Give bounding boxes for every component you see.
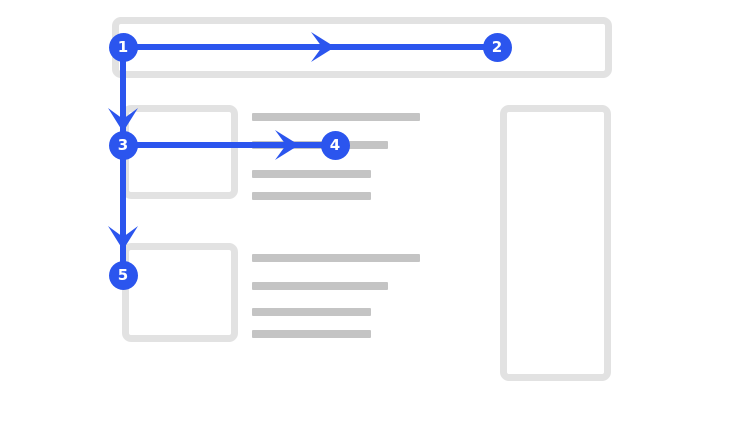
media-thumbnail-2	[122, 243, 238, 342]
article-1-line-4	[252, 192, 371, 200]
article-2-line-4	[252, 330, 371, 338]
article-1-line-3	[252, 170, 371, 178]
connector-1-to-3-arrowhead-icon	[108, 108, 138, 132]
connector-1-to-2-arrowhead-icon	[311, 32, 335, 62]
connector-3-to-5-arrowhead-icon	[108, 226, 138, 250]
article-2-line-3	[252, 308, 371, 316]
article-2-line-1	[252, 254, 420, 262]
connector-3-to-4-arrowhead-icon	[275, 130, 299, 160]
article-1-line-1	[252, 113, 420, 121]
right-sidebar-panel	[500, 105, 611, 381]
article-2-line-2	[252, 282, 388, 290]
